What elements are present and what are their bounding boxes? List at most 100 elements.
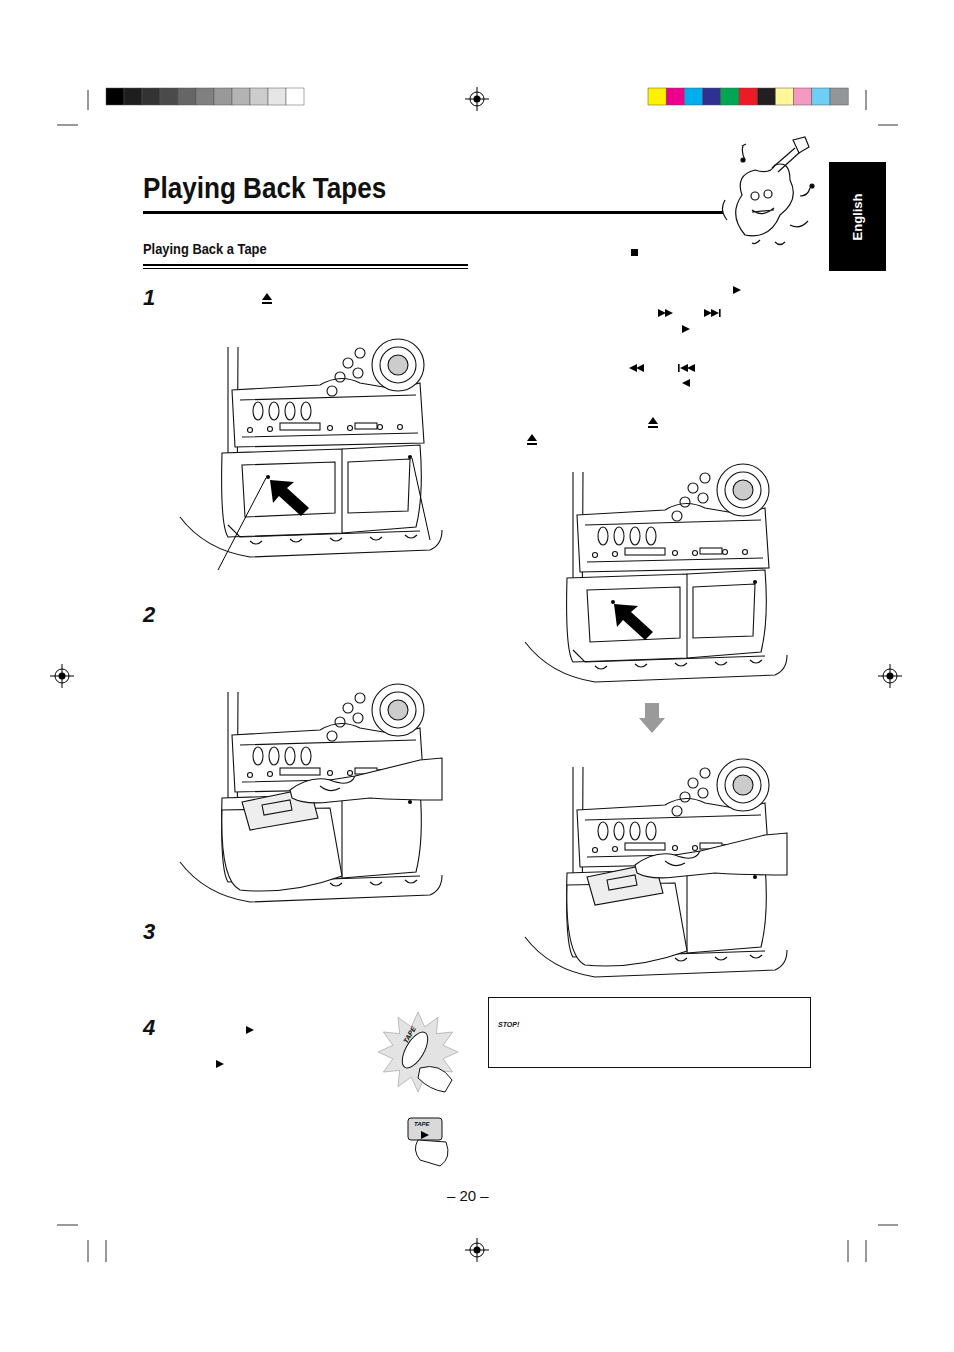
artwork-shape <box>725 472 761 508</box>
artwork-shape <box>143 264 468 266</box>
artwork-shape <box>124 88 142 105</box>
artwork-shape <box>253 402 263 420</box>
artwork-shape <box>698 493 708 503</box>
artwork-shape <box>248 428 253 433</box>
artwork-shape <box>409 456 412 459</box>
artwork-shape <box>57 1225 78 1226</box>
artwork-shape <box>682 325 690 333</box>
step-number: 2 <box>143 603 155 627</box>
artwork-shape <box>625 548 665 555</box>
artwork-shape <box>848 1240 849 1262</box>
artwork-shape <box>418 1067 452 1093</box>
artwork-shape <box>772 148 800 172</box>
artwork-shape <box>196 88 214 105</box>
artwork-shape <box>262 293 272 300</box>
artwork-shape <box>890 664 891 688</box>
artwork-shape <box>262 800 292 815</box>
artwork-shape <box>717 759 769 811</box>
artwork-shape <box>246 1026 254 1034</box>
artwork-shape <box>398 425 403 430</box>
artwork-shape <box>752 208 774 214</box>
artwork-shape <box>648 426 658 428</box>
artwork-shape <box>680 792 690 802</box>
artwork-shape <box>698 788 708 798</box>
cassette-deck-illustration <box>180 339 442 557</box>
artwork-shape <box>812 88 830 105</box>
artwork-shape <box>106 1240 107 1262</box>
artwork-shape <box>595 660 762 669</box>
artwork-shape <box>355 348 365 358</box>
artwork-shape <box>380 347 416 383</box>
artwork-shape <box>355 423 377 429</box>
artwork-shape <box>527 443 537 445</box>
artwork-shape <box>285 402 295 420</box>
artwork-shape <box>636 364 644 372</box>
artwork-shape <box>232 88 250 105</box>
artwork-shape <box>703 88 721 105</box>
artwork-shape <box>754 876 757 879</box>
artwork-shape <box>397 1028 433 1072</box>
artwork-shape <box>733 286 741 294</box>
page-title: Playing Back Tapes <box>143 171 386 204</box>
artwork-shape <box>214 88 232 105</box>
artwork-shape <box>88 90 89 110</box>
artwork-shape <box>328 771 333 776</box>
artwork-shape <box>253 747 263 765</box>
artwork-shape <box>328 426 333 431</box>
artwork-shape <box>178 88 196 105</box>
artwork-shape <box>682 379 690 387</box>
button-symbols <box>216 249 741 1068</box>
artwork-shape <box>775 88 793 105</box>
artwork-shape <box>700 768 710 778</box>
caution-box: STOP! <box>488 997 811 1068</box>
artwork-shape <box>646 822 656 840</box>
artwork-shape <box>687 865 766 953</box>
artwork-shape <box>353 368 363 378</box>
artwork-shape <box>242 462 335 517</box>
artwork-shape <box>228 525 420 537</box>
artwork-shape <box>711 309 719 317</box>
artwork-shape <box>388 355 408 375</box>
artwork-shape <box>250 88 268 105</box>
artwork-shape <box>262 302 272 304</box>
artwork-shape <box>378 1012 458 1092</box>
artwork-shape <box>754 581 757 584</box>
artwork-shape <box>587 587 680 642</box>
artwork-shape <box>680 497 690 507</box>
artwork-shape <box>593 553 598 558</box>
artwork-shape <box>764 190 772 198</box>
artwork-shape <box>270 480 309 516</box>
artwork-shape <box>672 511 682 521</box>
artwork-shape <box>629 364 637 372</box>
heading-rule <box>143 211 723 269</box>
artwork-shape <box>327 731 337 741</box>
artwork-shape <box>335 717 345 727</box>
artwork-shape <box>665 851 700 866</box>
leader-line <box>218 458 430 570</box>
artwork-shape <box>280 423 320 430</box>
artwork-shape <box>567 574 687 662</box>
artwork-shape <box>412 458 430 540</box>
artwork-shape <box>717 464 769 516</box>
button-label: TAPE <box>414 1121 430 1128</box>
artwork-shape <box>380 692 416 728</box>
artwork-shape <box>267 476 270 479</box>
cassette-insert-illustration <box>180 684 442 902</box>
cassette-deck-illustration <box>525 464 787 682</box>
artwork-shape <box>723 550 728 555</box>
artwork-shape <box>646 527 656 545</box>
artwork-shape <box>269 747 279 765</box>
artwork-shape <box>678 364 680 372</box>
guitar-mascot <box>722 137 814 245</box>
artwork-shape <box>421 1131 429 1139</box>
language-tab: English <box>829 162 886 271</box>
artwork-shape <box>378 425 383 430</box>
artwork-shape <box>613 552 618 557</box>
step-arrow <box>639 703 665 733</box>
artwork-shape <box>143 268 468 269</box>
stop-label: STOP! <box>498 1021 519 1029</box>
artwork-shape <box>343 358 353 368</box>
artwork-shape <box>106 88 124 105</box>
artwork-shape <box>614 822 624 840</box>
artwork-shape <box>477 87 478 111</box>
